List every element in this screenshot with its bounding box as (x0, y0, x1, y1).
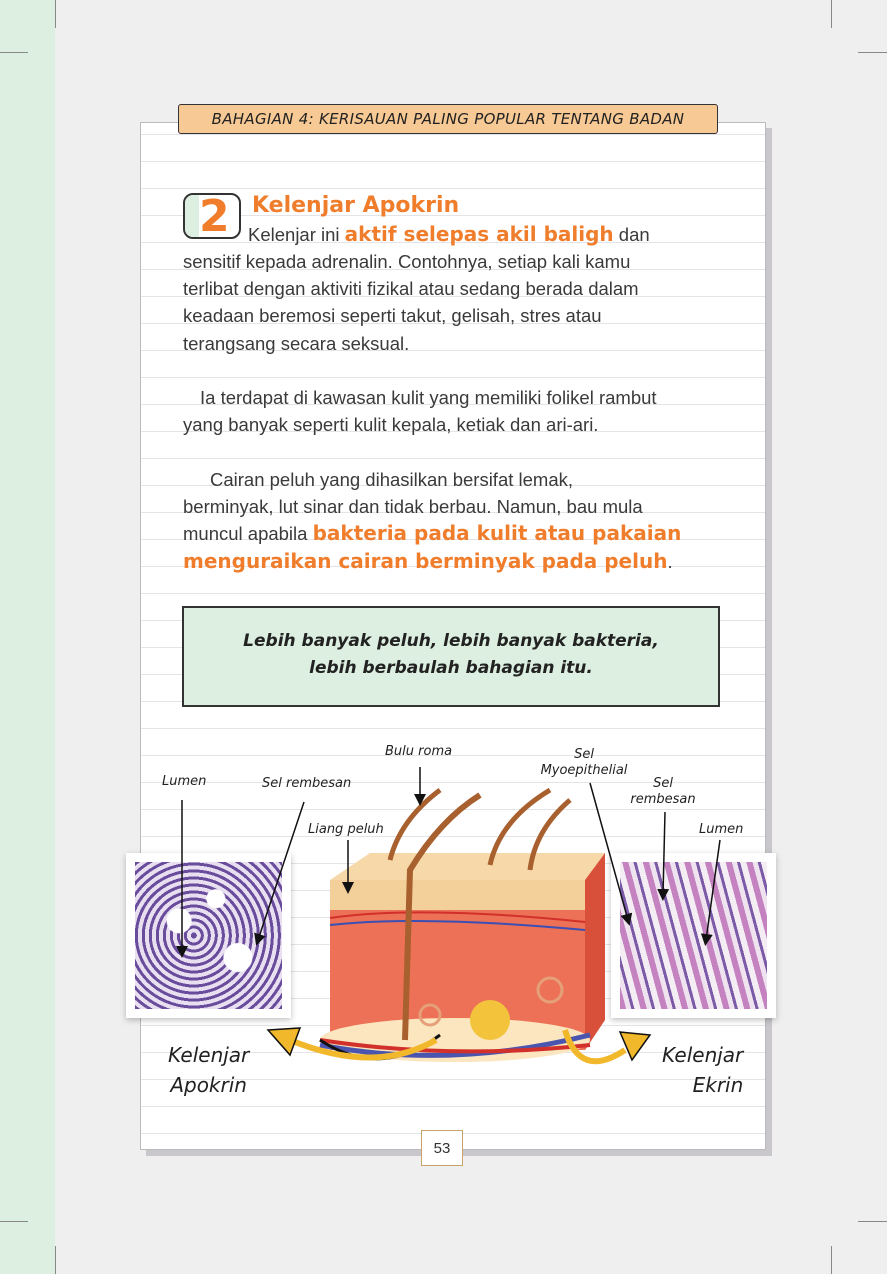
section-number-badge: 2 (183, 193, 241, 239)
label-lumen-left: Lumen (162, 774, 207, 789)
callout-box: Lebih banyak peluh, lebih banyak bakteri… (182, 606, 720, 707)
label-sel-rembesan-left: Sel rembesan (262, 776, 352, 791)
label-lumen-right: Lumen (699, 822, 744, 837)
crop-mark (0, 1221, 28, 1222)
paragraph-line: terangsang secara seksual. (183, 333, 410, 354)
paragraph-line: terlibat dengan aktiviti fizikal atau se… (183, 278, 639, 299)
callout-line: lebih berbaulah bahagian itu. (309, 658, 593, 678)
ekrin-arrow (562, 1029, 627, 1065)
crop-mark (55, 1246, 56, 1274)
paragraph-line: sensitif kepada adrenalin. Contohnya, se… (183, 251, 631, 272)
paragraph-line: berminyak, lut sinar dan tidak berbau. N… (183, 496, 643, 517)
section-number: 2 (199, 193, 230, 239)
apokrin-arrow (288, 1037, 438, 1061)
paragraph-line: menguraikan cairan berminyak pada peluh. (183, 549, 673, 573)
label-bulu-roma: Bulu roma (385, 744, 453, 759)
paragraph-line: muncul apabila bakteria pada kulit atau … (183, 521, 682, 545)
section-title: Kelenjar Apokrin (252, 193, 460, 218)
page-margin-strip (0, 0, 55, 1274)
callout-line: Lebih banyak peluh, lebih banyak bakteri… (243, 631, 659, 651)
apocrine-micrograph (126, 853, 291, 1018)
paragraph-line: Cairan peluh yang dihasilkan bersifat le… (210, 469, 574, 490)
skin-block (319, 787, 605, 1062)
crop-mark (55, 0, 56, 28)
crop-mark (831, 0, 832, 28)
page-number: 53 (421, 1130, 463, 1166)
crop-mark (858, 52, 887, 53)
crop-mark (0, 52, 28, 53)
crop-mark (831, 1246, 832, 1274)
pointer-lines (176, 767, 721, 958)
eccrine-micrograph (611, 853, 776, 1018)
paragraph-line: Ia terdapat di kawasan kulit yang memili… (200, 387, 657, 408)
crop-mark (858, 1221, 887, 1222)
paragraph-line: keadaan beremosi seperti takut, gelisah,… (183, 305, 602, 326)
paragraph-line: yang banyak seperti kulit kepala, ketiak… (183, 414, 599, 435)
label-liang-peluh: Liang peluh (308, 822, 384, 837)
paragraph-line: Kelenjar ini aktif selepas akil baligh d… (248, 222, 650, 246)
section-banner: BAHAGIAN 4: KERISAUAN PALING POPULAR TEN… (178, 104, 718, 134)
